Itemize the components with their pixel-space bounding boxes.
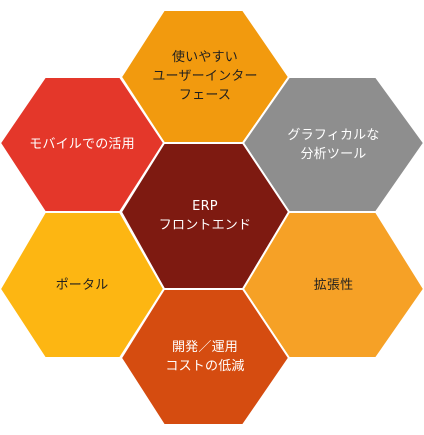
- hex-bottom: [119, 288, 291, 426]
